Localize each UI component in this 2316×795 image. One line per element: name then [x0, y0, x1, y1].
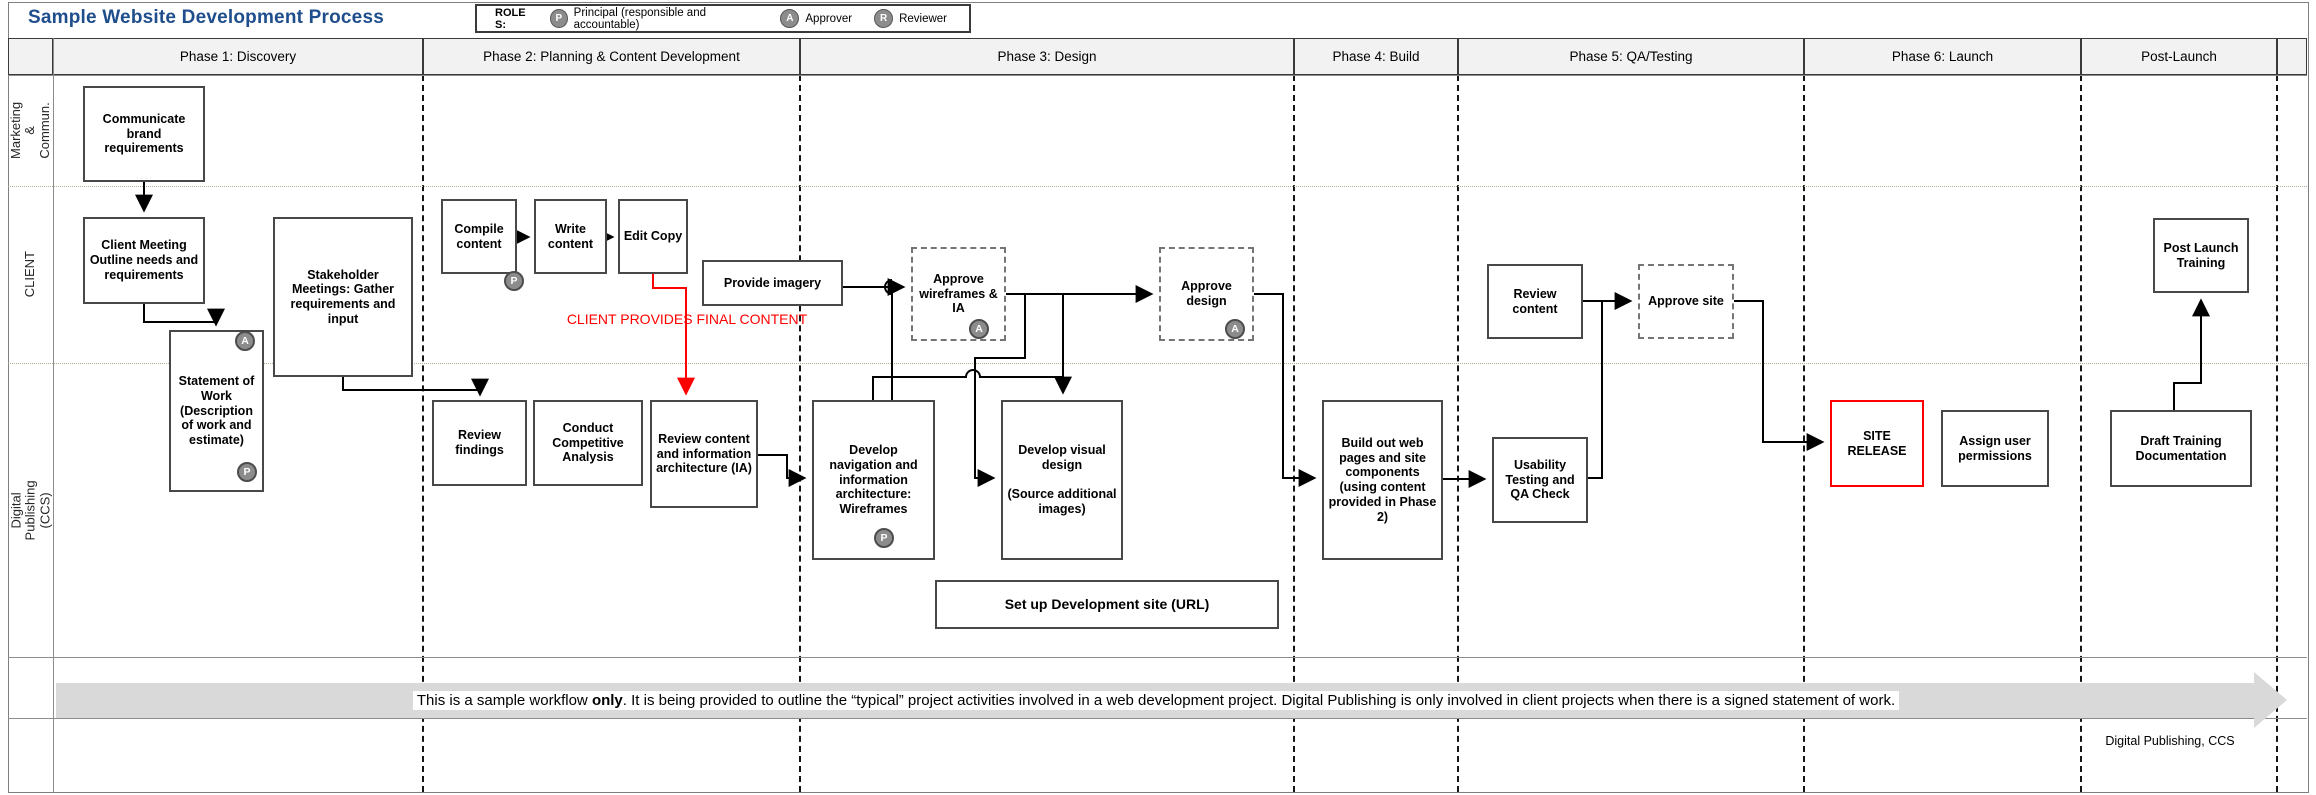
legend-role-reviewer-desc: Reviewer — [899, 12, 947, 25]
phase-separator-line — [422, 75, 424, 792]
edit-copy-box: Edit Copy — [618, 199, 688, 274]
stakeholder-meetings-box: Stakeholder Meetings: Gather requirement… — [273, 217, 413, 377]
phase-header-2: Phase 2: Planning & Content Development — [423, 38, 800, 75]
legend-role-approver: A Approver — [780, 9, 852, 28]
approver-role-badge: A — [235, 331, 255, 351]
legend-role-approver-desc: Approver — [805, 12, 853, 25]
phase-separator-line — [2276, 75, 2278, 792]
write-content-box: Write content — [534, 199, 607, 274]
phase-separator-line — [1803, 75, 1805, 792]
legend-role-principal: P Principal (responsible and accountable… — [550, 7, 758, 31]
arrow-usability-to-approve-site — [1588, 292, 1633, 479]
credit-text: Digital Publishing, CCS — [2105, 734, 2235, 748]
lane-separator-line — [8, 657, 2307, 658]
approve-wireframes-ia-box: Approve wireframes & IA — [911, 247, 1006, 341]
lane-separator-line — [8, 186, 2307, 187]
build-out-web-pages-box: Build out web pages and site components … — [1322, 400, 1443, 560]
lane-separator-line — [8, 75, 2307, 76]
develop-navigation-wireframes-box: Develop navigation and information archi… — [812, 400, 935, 560]
principal-role-badge: P — [504, 271, 524, 291]
review-findings-box: Review findings — [432, 400, 527, 486]
phase-header-6: Phase 6: Launch — [1804, 38, 2081, 75]
client-provides-content-note: CLIENT PROVIDES FINAL CONTENT — [566, 311, 808, 327]
arrow-draft-training-to-post-launch — [2173, 298, 2210, 410]
arrow-client-provides-content — [652, 274, 695, 396]
line-loop-back-develop-nav — [872, 369, 1063, 400]
lane-separator-line — [8, 718, 2307, 719]
legend-role-principal-desc: Principal (responsible and accountable) — [573, 6, 706, 31]
approve-design-box: Approve design — [1159, 247, 1254, 341]
legend-role-reviewer: R Reviewer — [874, 9, 947, 28]
post-launch-training-box: Post Launch Training — [2153, 218, 2249, 293]
diagram-outer-border — [8, 2, 2309, 793]
line-develop-nav-up-loop — [884, 279, 893, 400]
approver-role-icon: A — [780, 9, 800, 28]
client-meeting-box: Client Meeting Outline needs and require… — [83, 217, 205, 304]
arrow-down-to-develop-visual-left — [974, 294, 1026, 487]
communicate-brand-requirements-box: Communicate brand requirements — [83, 86, 205, 182]
principal-role-badge: P — [874, 528, 894, 548]
provide-imagery-box: Provide imagery — [702, 260, 843, 306]
phase-separator-line — [799, 75, 801, 792]
legend-label: ROLE S: — [495, 6, 526, 31]
phase-header-spacer — [2277, 38, 2307, 75]
arrow-stakeholder-to-review-findings — [342, 377, 489, 397]
phase-header-spacer — [8, 38, 53, 75]
assign-user-permissions-box: Assign user permissions — [1941, 410, 2049, 487]
phase-header-3: Phase 3: Design — [800, 38, 1294, 75]
disclaimer-banner-text: This is a sample workflow only. It is be… — [56, 683, 2256, 718]
disclaimer-banner-arrowhead-icon — [2254, 672, 2287, 728]
draft-training-documentation-box: Draft Training Documentation — [2110, 410, 2252, 487]
phase-header-4: Phase 4: Build — [1294, 38, 1458, 75]
reviewer-role-icon: R — [874, 9, 894, 28]
banner-text-bold: only — [591, 692, 623, 709]
compile-content-box: Compile content — [441, 199, 517, 274]
statement-of-work-box: Statement of Work (Description of work a… — [169, 330, 264, 492]
lane-label-column-line — [53, 38, 54, 792]
arrow-approve-site-to-site-release — [1734, 300, 1825, 451]
usability-testing-qa-box: Usability Testing and QA Check — [1492, 437, 1588, 523]
setup-development-site-box: Set up Development site (URL) — [935, 580, 1279, 629]
review-content-box: Review content — [1487, 264, 1583, 339]
banner-text-post: . It is being provided to outline the “t… — [622, 692, 1896, 709]
phase-separator-line — [1293, 75, 1295, 792]
site-release-box: SITE RELEASE — [1830, 400, 1924, 487]
phase-header-5: Phase 5: QA/Testing — [1458, 38, 1804, 75]
phase-header-1: Phase 1: Discovery — [53, 38, 423, 75]
page-title: Sample Website Development Process — [28, 7, 384, 28]
develop-visual-design-box: Develop visual design (Source additional… — [1001, 400, 1123, 560]
phase-separator-line — [1457, 75, 1459, 792]
approve-site-box: Approve site — [1638, 264, 1734, 339]
lane-separator-line — [8, 363, 2307, 364]
review-content-ia-box: Review content and information architect… — [650, 400, 758, 508]
arrow-approve-design-to-build-out — [1254, 293, 1317, 487]
conduct-competitive-analysis-box: Conduct Competitive Analysis — [533, 400, 643, 486]
arrow-client-meeting-to-sow — [143, 304, 225, 327]
principal-role-icon: P — [550, 9, 568, 28]
roles-legend: ROLE S: P Principal (responsible and acc… — [475, 4, 971, 33]
phase-header-7: Post-Launch — [2081, 38, 2277, 75]
principal-role-badge: P — [237, 462, 257, 482]
phase-separator-line — [2080, 75, 2082, 792]
arrow-review-ia-to-develop-nav — [758, 454, 807, 487]
banner-text-pre: This is a sample workflow — [416, 692, 592, 709]
approver-role-badge: A — [969, 319, 989, 339]
approver-role-badge: A — [1225, 319, 1245, 339]
